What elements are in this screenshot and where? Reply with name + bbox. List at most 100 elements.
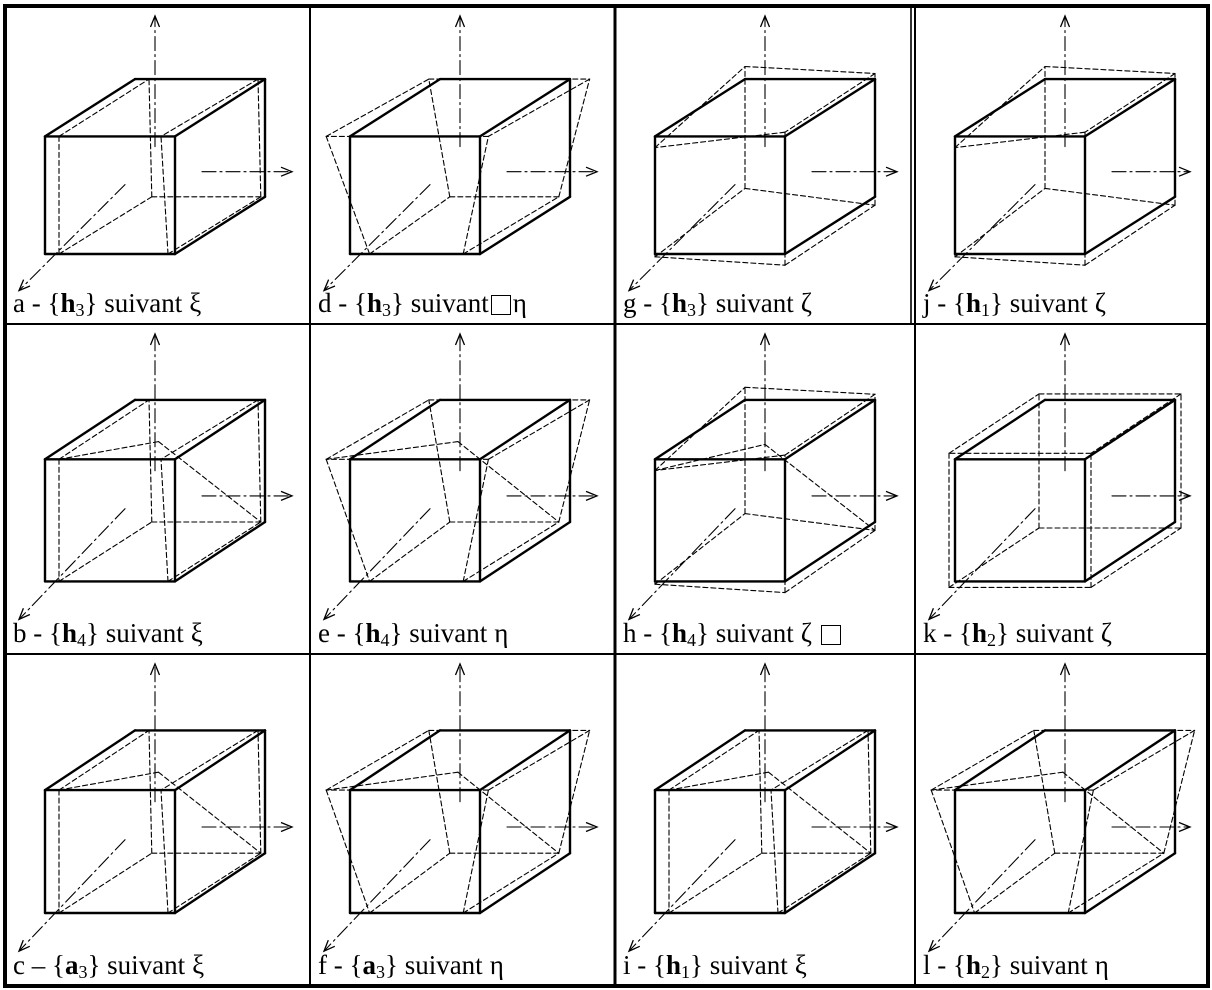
caption-vector: h bbox=[672, 618, 687, 648]
cube-edge bbox=[175, 522, 265, 581]
deformed-edge bbox=[1091, 528, 1181, 587]
caption-direction: ξ bbox=[795, 950, 807, 980]
caption-direction: ζ bbox=[1101, 618, 1112, 648]
caption-letter: j bbox=[923, 288, 931, 318]
deformed-edge bbox=[463, 790, 488, 913]
deformed-edge bbox=[161, 400, 258, 459]
deformed-edge bbox=[931, 730, 1034, 790]
caption-subscript: 3 bbox=[687, 300, 696, 320]
caption-dash: - bbox=[33, 618, 42, 648]
caption-direction: ξ bbox=[189, 288, 201, 318]
cube-edge bbox=[785, 400, 875, 459]
cube-edge bbox=[955, 400, 1045, 459]
caption-dash: – bbox=[32, 950, 46, 980]
cube-edge bbox=[45, 400, 135, 459]
diagram-panel-c bbox=[19, 664, 292, 951]
cube-edge bbox=[45, 730, 135, 790]
cube-edge bbox=[480, 79, 570, 136]
caption-f: f - {a3} suivantη bbox=[318, 952, 504, 979]
deformed-edge bbox=[258, 79, 261, 197]
diagram-panel-i bbox=[629, 664, 897, 951]
cube-edge bbox=[175, 730, 265, 790]
deformed-edge bbox=[949, 528, 1039, 587]
caption-letter: l bbox=[923, 950, 931, 980]
caption-dash: - bbox=[643, 288, 652, 318]
caption-direction: η bbox=[490, 950, 504, 980]
deformed-edge bbox=[955, 188, 1045, 256]
depth-axis bbox=[324, 840, 430, 951]
depth-axis bbox=[19, 509, 125, 620]
deformed-edge bbox=[458, 772, 559, 853]
caption-i: i - {h1} suivantξ bbox=[623, 952, 807, 979]
cube-edge bbox=[480, 522, 570, 581]
caption-letter: i bbox=[623, 950, 631, 980]
table-border bbox=[5, 6, 1208, 986]
deformed-edge bbox=[488, 730, 589, 790]
unknown-glyph-box bbox=[821, 625, 841, 645]
deformed-edge bbox=[785, 205, 875, 265]
caption-vector: h bbox=[966, 950, 981, 980]
deformed-edge bbox=[458, 442, 559, 522]
deformed-edge bbox=[59, 730, 149, 790]
cube-edge bbox=[175, 79, 265, 136]
caption-subscript: 3 bbox=[75, 300, 84, 320]
caption-a: a - {h3} suivantξ bbox=[13, 290, 201, 317]
deformed-edge bbox=[429, 79, 450, 197]
deformed-edge bbox=[931, 790, 974, 913]
deformed-edge bbox=[168, 853, 261, 913]
caption-word: suivant bbox=[411, 288, 489, 318]
deformed-edge bbox=[655, 387, 745, 470]
deformed-edge bbox=[669, 772, 769, 790]
diagram-panel-h bbox=[629, 334, 897, 619]
deformed-edge bbox=[161, 459, 168, 581]
deformed-edge bbox=[1164, 730, 1195, 853]
caption-letter: k bbox=[923, 618, 937, 648]
deformed-edge bbox=[463, 459, 488, 581]
depth-axis bbox=[629, 840, 735, 951]
deformed-edge bbox=[59, 522, 152, 581]
deformed-edge bbox=[59, 400, 149, 459]
deformed-edge bbox=[1068, 853, 1164, 913]
caption-subscript: 4 bbox=[380, 630, 389, 650]
caption-letter: h bbox=[623, 618, 637, 648]
deformed-edge bbox=[559, 400, 590, 522]
deformed-edge bbox=[429, 400, 450, 522]
caption-subscript: 1 bbox=[981, 300, 990, 320]
caption-k: k - {h2} suivantζ bbox=[923, 620, 1112, 647]
deformed-edge bbox=[168, 197, 261, 254]
deformed-edge bbox=[370, 522, 450, 581]
diagram-panel-d bbox=[324, 16, 597, 291]
deformed-edge bbox=[161, 136, 168, 254]
cube-edge bbox=[350, 79, 440, 136]
deformed-edge bbox=[669, 853, 762, 913]
caption-subscript: 4 bbox=[77, 630, 86, 650]
caption-subscript: 3 bbox=[78, 962, 87, 982]
caption-vector: h bbox=[966, 288, 981, 318]
deformed-edge bbox=[1034, 730, 1055, 853]
depth-axis bbox=[929, 509, 1035, 620]
cube-edge bbox=[785, 853, 875, 913]
cube-edge bbox=[175, 853, 265, 913]
deformed-edge bbox=[370, 853, 450, 913]
deformed-edge bbox=[463, 197, 559, 254]
cube-edge bbox=[785, 730, 875, 790]
depth-axis bbox=[324, 185, 430, 291]
deformed-edge bbox=[161, 790, 168, 913]
deformed-edge bbox=[258, 400, 261, 522]
caption-g: g - {h3} suivantζ bbox=[623, 290, 812, 317]
cube-edge bbox=[1085, 197, 1175, 254]
deformed-edge bbox=[559, 79, 590, 197]
cube-edge bbox=[1085, 400, 1175, 459]
deformed-edge bbox=[463, 853, 559, 913]
deformed-edge bbox=[868, 730, 871, 853]
diagram-panel-j bbox=[929, 16, 1190, 291]
caption-j: j - {h1} suivantζ bbox=[923, 290, 1106, 317]
deformed-edge bbox=[59, 79, 149, 136]
deformed-edge bbox=[765, 444, 875, 530]
depth-axis bbox=[629, 185, 735, 291]
cube-edge bbox=[175, 400, 265, 459]
caption-direction: ξ bbox=[191, 618, 203, 648]
deformed-edge bbox=[161, 79, 258, 136]
cube-edge bbox=[1085, 853, 1175, 913]
caption-dash: - bbox=[943, 618, 952, 648]
